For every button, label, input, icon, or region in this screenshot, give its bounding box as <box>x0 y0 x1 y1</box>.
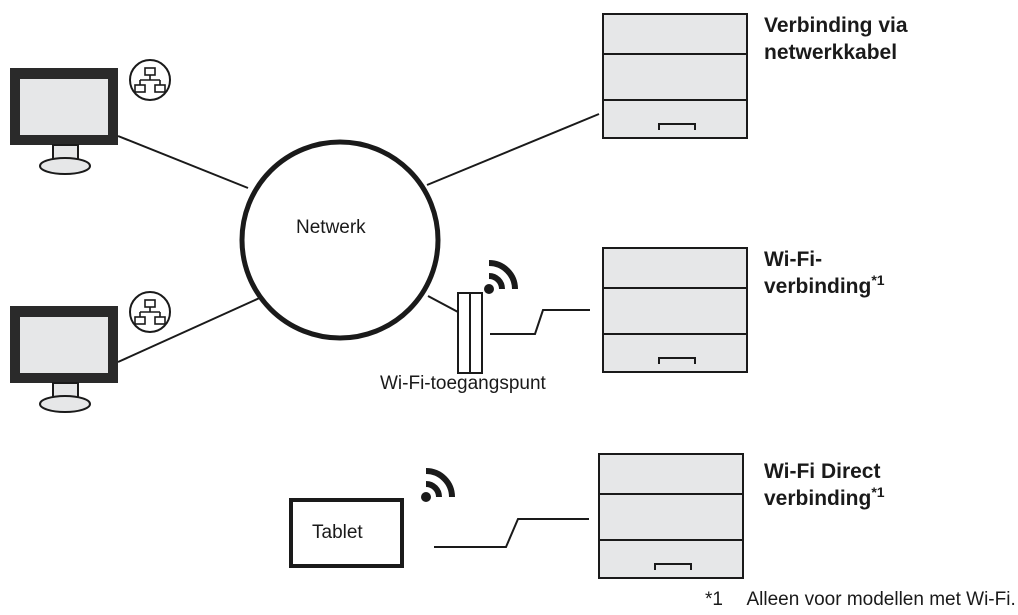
monitor-icon <box>10 306 118 413</box>
access-point-label: Wi-Fi-toegangspunt <box>380 373 546 394</box>
network-label: Netwerk <box>296 217 366 238</box>
link-network-wired-printer <box>426 113 600 186</box>
wireless-link-tablet-printer <box>434 518 589 548</box>
wifi-direct-connection-label: Wi-Fi Direct verbinding*1 <box>764 458 885 512</box>
link-network-access-point <box>427 295 459 313</box>
wireless-link-ap-printer <box>490 309 590 335</box>
wifi-direct-line2: verbinding*1 <box>764 485 885 512</box>
wifi-direct-line2-text: verbinding <box>764 487 872 510</box>
tablet-icon <box>289 498 404 568</box>
wifi-connection-line1: Wi-Fi- <box>764 248 823 271</box>
wifi-connection-line2: verbinding*1 <box>764 273 885 300</box>
footnote-text: Alleen voor modellen met Wi-Fi. <box>746 589 1016 610</box>
wired-connection-line1: Verbinding via <box>764 14 908 37</box>
footnote-marker: *1 <box>705 589 723 610</box>
link-pc2-network <box>117 295 265 363</box>
wifi-signal-icon <box>421 468 455 502</box>
footnote-ref-wifi: *1 <box>871 272 885 288</box>
wired-connection-label: Verbinding via netwerkkabel <box>764 12 908 66</box>
footnote-ref-direct: *1 <box>871 484 885 500</box>
wifi-direct-line1: Wi-Fi Direct <box>764 460 881 483</box>
printer-icon <box>598 453 744 579</box>
monitor-icon <box>10 68 118 175</box>
network-cloud <box>239 139 441 341</box>
wifi-connection-line2-text: verbinding <box>764 275 872 298</box>
tablet-label: Tablet <box>312 522 363 543</box>
wired-connection-line2: netwerkkabel <box>764 41 898 64</box>
wifi-signal-icon <box>484 260 518 294</box>
lan-port-icon <box>129 59 171 101</box>
wifi-connection-label: Wi-Fi- verbinding*1 <box>764 246 885 300</box>
footnote: *1 Alleen voor modellen met Wi-Fi. <box>705 589 1016 611</box>
access-point-icon <box>457 292 483 374</box>
lan-port-icon <box>129 291 171 333</box>
link-pc1-network <box>117 135 249 189</box>
printer-icon <box>602 247 748 373</box>
printer-icon <box>602 13 748 139</box>
